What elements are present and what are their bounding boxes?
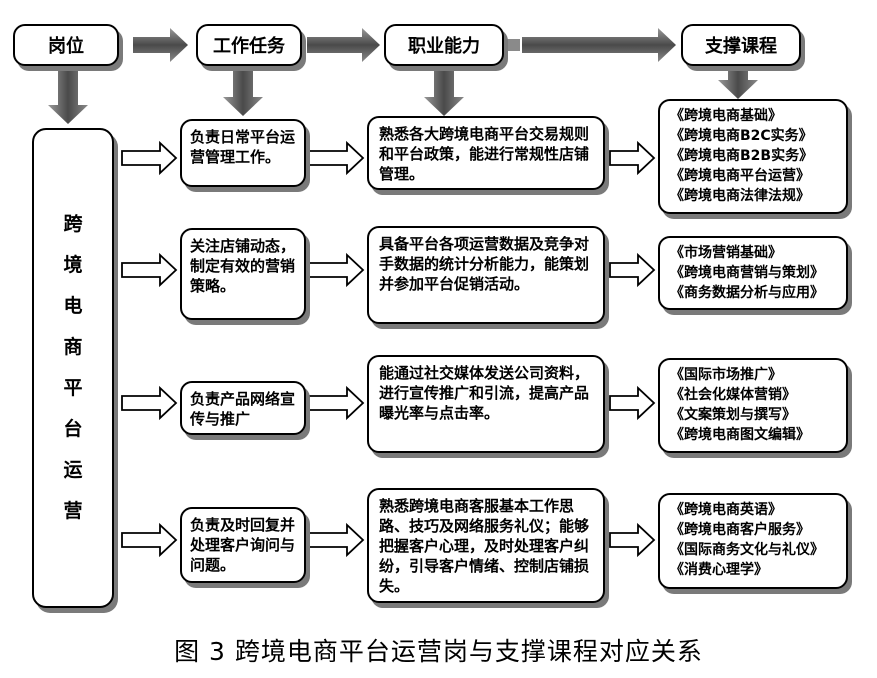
course-item: 《国际商务文化与礼仪》 [670,542,824,558]
arrow-task-down [223,68,263,116]
role-char: 平 [63,377,83,399]
arrow-task-to-ability-2 [308,252,365,288]
role-char: 商 [63,336,83,358]
figure-caption: 图 3 跨境电商平台运营岗与支撑课程对应关系 [174,637,703,666]
course-item: 《市场营销基础》 [670,245,782,261]
courses-box: 《市场营销基础》 《跨境电商营销与策划》 《商务数据分析与应用》 [658,236,848,310]
course-item: 《跨境电商图文编辑》 [670,427,810,443]
arrow-ability-to-courses-3 [609,385,656,421]
arrow-ability-down [424,68,464,116]
role-char: 运 [63,459,83,481]
course-item: 《跨境电商B2B实务》 [670,148,814,164]
course-item: 《跨境电商法律法规》 [670,188,810,204]
course-item: 《跨境电商营销与策划》 [670,265,824,281]
arrow-role-to-task-4 [121,522,178,558]
role-char: 境 [63,254,83,276]
arrow-task-to-ability-1 [308,140,365,176]
course-item: 《消费心理学》 [670,562,768,578]
role-char: 营 [63,500,83,522]
arrow-task-to-ability-3 [308,385,365,421]
course-item: 《跨境电商B2C实务》 [670,128,813,144]
arrow-courses-down [718,68,758,99]
role-box: 跨境电商平台运营 [32,128,114,608]
course-item: 《社会化媒体营销》 [670,387,796,403]
course-item: 《跨境电商基础》 [670,108,782,124]
courses-box: 《跨境电商英语》 《跨境电商客户服务》 《国际商务文化与礼仪》 《消费心理学》 [658,493,848,589]
arrow-ability-to-courses-1 [609,140,656,176]
arrow-task-to-ability-4 [308,522,365,558]
ability-box: 能通过社交媒体发送公司资料，进行宣传推广和引流，提高产品曝光率与点击率。 [367,355,605,453]
task-box: 负责日常平台运营管理工作。 [180,119,306,187]
arrow-task-to-ability [307,28,380,62]
arrow-role-to-task-3 [121,385,178,421]
connector-block [507,39,520,51]
courses-box: 《跨境电商基础》 《跨境电商B2C实务》 《跨境电商B2B实务》 《跨境电商平台… [658,99,848,214]
header-courses: 支撑课程 [681,24,801,66]
course-item: 《跨境电商英语》 [670,502,782,518]
course-item: 《国际市场推广》 [670,367,782,383]
task-box: 负责及时回复并处理客户询问与问题。 [180,507,306,583]
arrow-position-to-task [133,28,188,62]
task-box: 关注店铺动态，制定有效的营销策略。 [180,228,306,320]
role-char: 跨 [63,213,83,235]
role-char: 台 [63,418,83,440]
course-item: 《文案策划与撰写》 [670,407,796,423]
header-task: 工作任务 [196,24,302,66]
ability-box: 熟悉各大跨境电商平台交易规则和平台政策，能进行常规性店铺管理。 [367,116,605,190]
course-item: 《商务数据分析与应用》 [670,285,824,301]
ability-box: 熟悉跨境电商客服基本工作思路、技巧及网络服务礼仪；能够把握客户心理，及时处理客户… [367,488,605,603]
arrow-ability-to-courses-4 [609,522,656,558]
course-item: 《跨境电商客户服务》 [670,522,810,538]
header-ability: 职业能力 [384,24,504,66]
arrow-ability-to-courses [522,28,676,62]
ability-box: 具备平台各项运营数据及竞争对手数据的统计分析能力，能策划并参加平台促销活动。 [367,226,605,324]
header-position: 岗位 [13,24,119,66]
arrow-ability-to-courses-2 [609,252,656,288]
course-item: 《跨境电商平台运营》 [670,168,810,184]
arrow-role-to-task-2 [121,252,178,288]
arrow-position-down [48,68,88,124]
task-box: 负责产品网络宣传与推广 [180,381,306,435]
role-char: 电 [63,295,83,317]
arrow-role-to-task-1 [121,140,178,176]
courses-box: 《国际市场推广》 《社会化媒体营销》 《文案策划与撰写》 《跨境电商图文编辑》 [658,358,848,453]
